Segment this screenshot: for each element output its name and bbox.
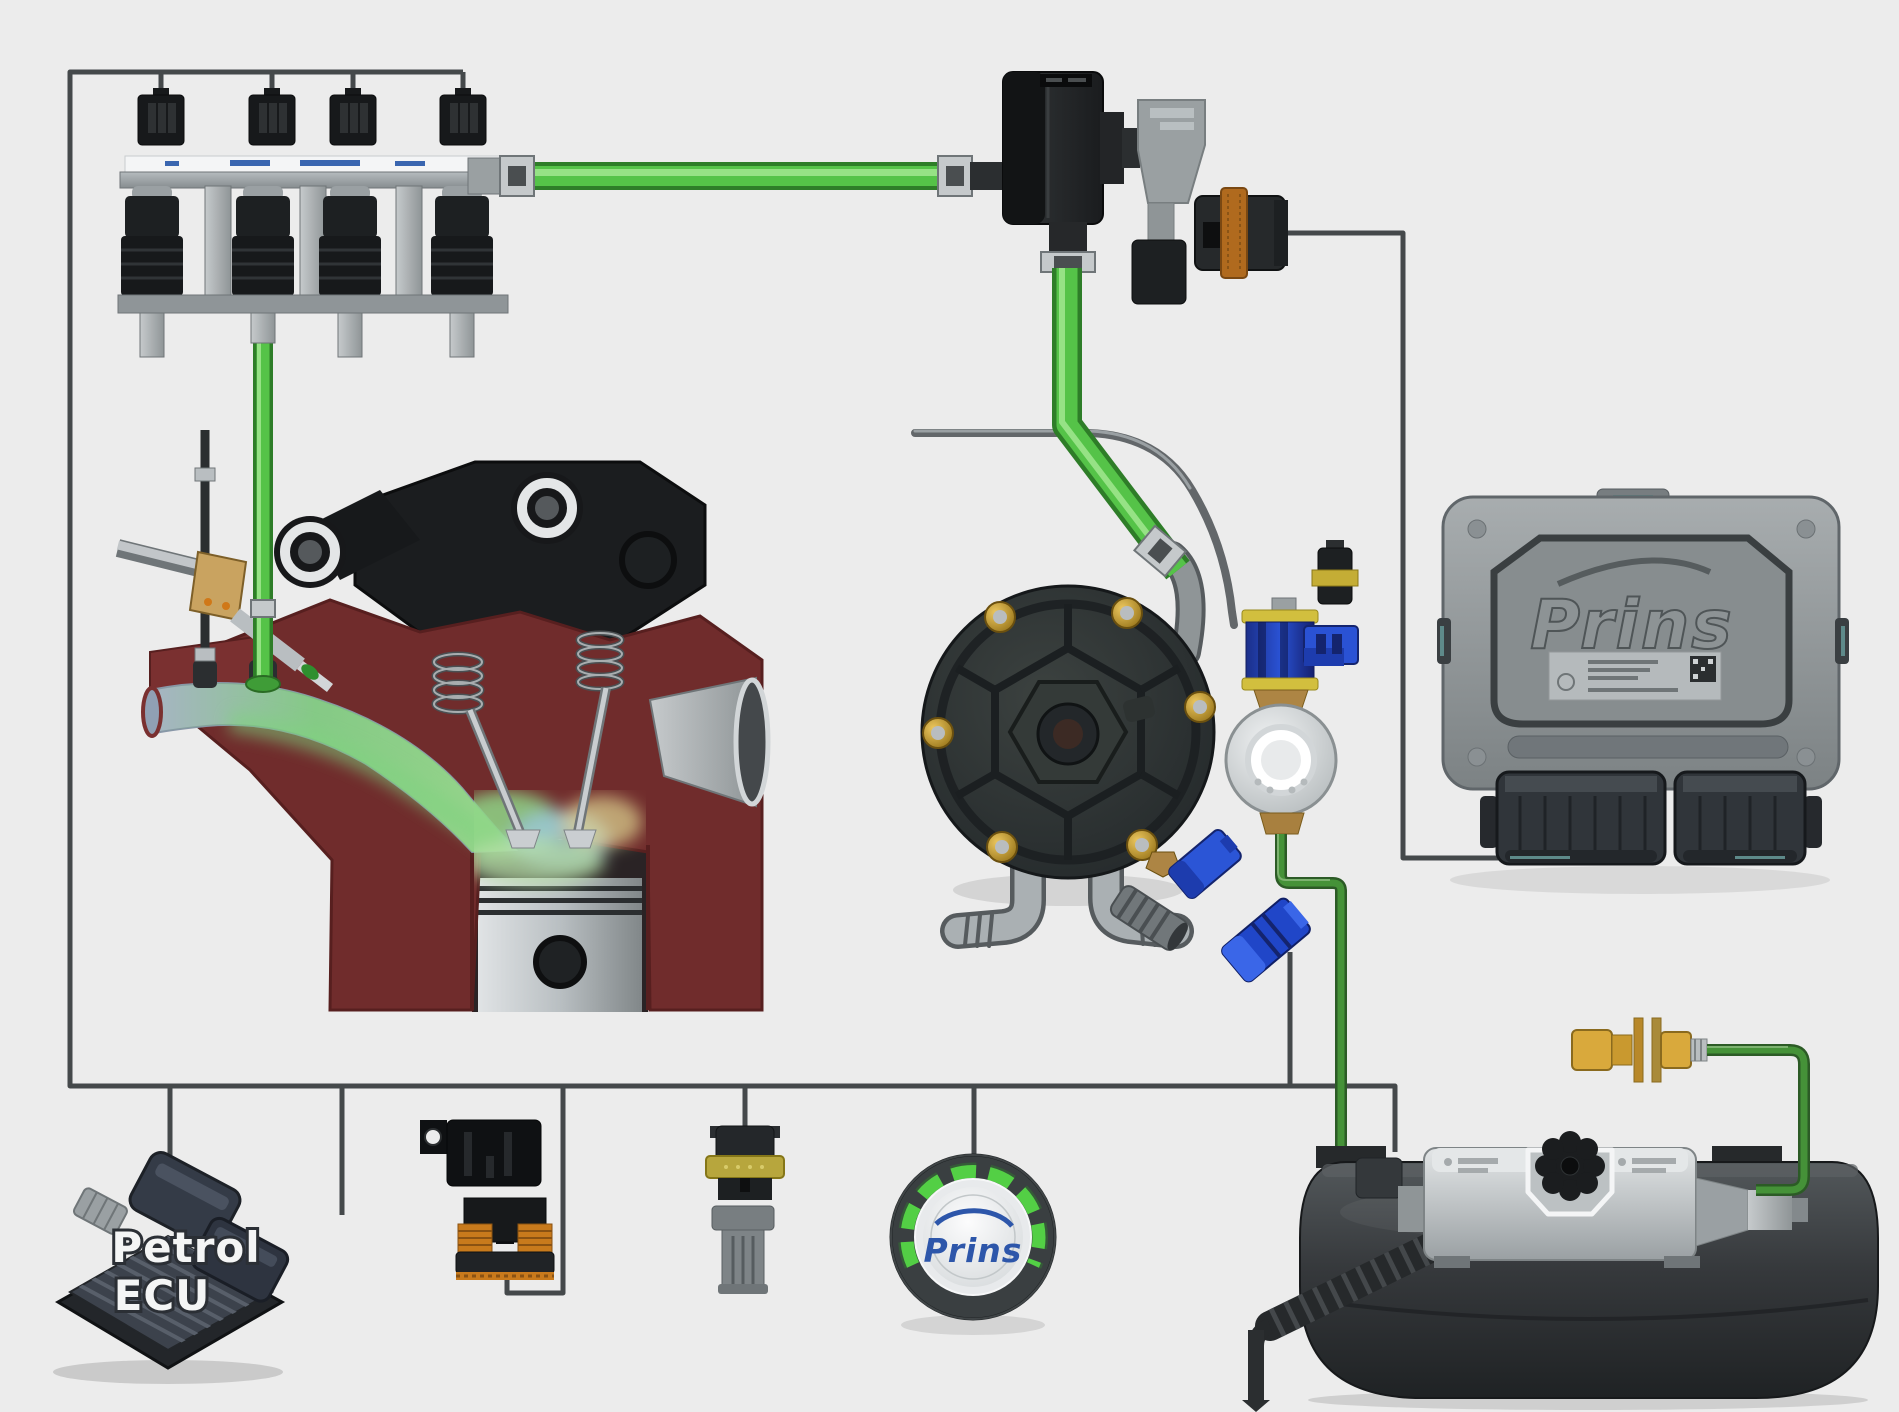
prins-ecu: Prins	[1437, 488, 1849, 894]
fuse-holder	[455, 1197, 555, 1280]
multivalve	[1355, 1131, 1808, 1268]
relay-wire	[504, 1086, 566, 1296]
ecu-connectors	[1480, 770, 1822, 866]
connector-yellow-band	[705, 1155, 785, 1179]
fuel-switch-logo: Prins	[924, 1231, 1023, 1270]
petrol-ecu-connector-2	[190, 1216, 290, 1303]
harness-main-loop	[67, 69, 1398, 1152]
hose-seal-ring	[245, 675, 281, 693]
wiring-harness	[67, 69, 1505, 1296]
hose-clamp	[1132, 524, 1188, 578]
petrol-injector	[115, 430, 334, 692]
vent-hose	[1242, 1229, 1453, 1412]
hose-clamp	[937, 155, 973, 197]
engine-cutaway	[115, 430, 771, 1012]
temp-sensor-connector	[705, 1125, 785, 1294]
rail-connectors	[137, 88, 487, 146]
intake-port-ring-3	[619, 531, 677, 589]
connector-orange-band	[1220, 187, 1248, 279]
exhaust-funnel	[648, 676, 771, 808]
valve-train	[431, 630, 625, 849]
piston	[478, 878, 642, 1012]
cam-cover	[353, 460, 707, 642]
led-arc	[900, 1165, 1046, 1268]
multivalve-knob	[1535, 1131, 1605, 1201]
combustion-mist	[474, 791, 642, 886]
blue-coupler-2	[1221, 897, 1311, 983]
vacuum-pipe	[911, 429, 1238, 629]
valve-connector	[1311, 540, 1359, 605]
gas-hose-filter-to-reducer	[1052, 268, 1206, 667]
connector-yellow-band	[1311, 569, 1359, 587]
shutoff-valve-assembly	[1224, 540, 1359, 835]
reducer-bolts	[922, 597, 1216, 863]
petrol-ecu-label-line2: ECU	[114, 1271, 211, 1320]
blue-coupler-1	[1168, 829, 1242, 899]
intake-port-ring-1	[274, 516, 346, 588]
qr-code	[1690, 656, 1716, 682]
reducer-vaporizer	[920, 584, 1216, 951]
petrol-ecu-label-line1: Petrol	[111, 1223, 260, 1272]
ecu-label	[1548, 651, 1722, 701]
lpg-tank	[1242, 1131, 1879, 1412]
map-to-ecu-wire	[1285, 230, 1505, 861]
petrol-ecu-plug	[72, 1187, 128, 1235]
petrol-ecu: Petrol ECU	[53, 1151, 290, 1384]
hose-clamp	[1040, 251, 1096, 273]
gas-hose-rail-to-filter	[499, 155, 1004, 197]
filler-pipe	[1707, 1044, 1810, 1196]
corrugated-stub	[1109, 885, 1189, 951]
rail-base-bar	[117, 294, 509, 314]
map-connector	[1194, 187, 1288, 279]
fuel-selector-switch: Prins	[889, 1153, 1057, 1335]
gas-injectors	[121, 186, 493, 296]
filter-label	[1040, 74, 1092, 87]
filler-valve	[1571, 1017, 1708, 1083]
prins-swoosh	[1556, 557, 1712, 587]
switch-button	[923, 1187, 1023, 1287]
filter-housing	[1224, 703, 1338, 817]
hose-clamp	[499, 155, 535, 197]
sensor-plug	[711, 1205, 775, 1294]
gas-hose-to-intake	[245, 338, 281, 693]
map-sensor	[1131, 239, 1187, 305]
intake-port-ring-2	[511, 472, 583, 544]
gas-filter-unit	[1002, 71, 1206, 305]
switch-logo-swoosh	[934, 1208, 1014, 1228]
relay	[420, 1119, 555, 1280]
injector-rail	[117, 88, 509, 358]
